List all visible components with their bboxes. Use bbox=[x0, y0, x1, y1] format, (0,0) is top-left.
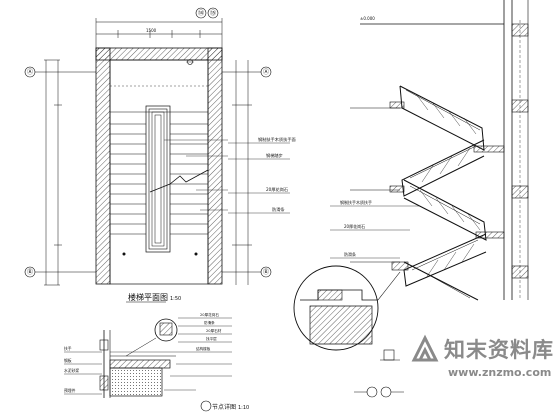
plan-callout-0: 钢制扶手木质扶手面 bbox=[258, 136, 296, 143]
stair-plan: 1500 ⑭ ⑮ Ⓐ Ⓑ Ⓐ Ⓑ bbox=[24, 7, 296, 303]
svg-text:1500: 1500 bbox=[146, 28, 157, 33]
treads-left bbox=[110, 123, 146, 235]
detail-callout-1: 20厚花岗石 bbox=[200, 312, 219, 317]
axis-bubble-right-lower: Ⓑ bbox=[260, 266, 272, 278]
detail-callout-8: 结构楼板 bbox=[196, 346, 211, 351]
section-callout-2: 防滑条 bbox=[344, 251, 356, 257]
stair-section: ±0.000 bbox=[293, 0, 529, 398]
plan-scale: 1:50 bbox=[170, 296, 181, 302]
detail-callout-7: 找平层 bbox=[206, 336, 217, 341]
svg-text:Ⓐ: Ⓐ bbox=[27, 68, 33, 76]
svg-text:⑮: ⑮ bbox=[210, 9, 216, 17]
detail-callout-2: 防滑条 bbox=[204, 320, 215, 325]
svg-text:Ⓑ: Ⓑ bbox=[263, 268, 269, 276]
watermark-url: www.znzmo.com bbox=[448, 366, 552, 379]
treads-right bbox=[170, 123, 208, 235]
detail-scale: 1:10 bbox=[238, 405, 249, 411]
detail-callout-0: 扶手 bbox=[64, 346, 72, 351]
axis-bubble-14: ⑭ bbox=[195, 7, 207, 19]
detail-callout-4: 水泥砂浆 bbox=[64, 368, 79, 373]
svg-text:Ⓐ: Ⓐ bbox=[263, 68, 269, 76]
stair-detail: 扶手 钢板 水泥砂浆 预埋件 20厚花岗石 防滑条 20厚石材 找平层 结构楼板 bbox=[64, 312, 249, 412]
section-callout-0: 钢制扶手木质扶手 bbox=[340, 199, 372, 205]
axis-bubble-right-upper: Ⓐ bbox=[260, 66, 272, 78]
plan-callout-1: 钢梯踏步 bbox=[266, 152, 283, 159]
plan-callouts: 钢制扶手木质扶手面 钢梯踏步 20厚花岗石 防滑条 bbox=[164, 136, 296, 214]
axis-bubble-15: ⑮ bbox=[207, 7, 219, 19]
plan-callout-3: 防滑条 bbox=[272, 206, 285, 213]
detail-callout-5: 预埋件 bbox=[64, 388, 76, 393]
svg-text:⑭: ⑭ bbox=[198, 9, 204, 17]
detail-callout-3: 钢板 bbox=[64, 358, 72, 363]
axis-bubble-left-upper: Ⓐ bbox=[24, 66, 36, 78]
detail-caption: 节点详图 bbox=[212, 403, 236, 411]
section-flights bbox=[399, 85, 487, 301]
watermark-logo-icon bbox=[411, 334, 439, 362]
axis-bubble-left-lower: Ⓑ bbox=[24, 266, 36, 278]
detail-callout-6: 20厚石材 bbox=[206, 328, 222, 333]
plan-caption: 楼梯平面图 bbox=[128, 292, 168, 302]
plan-callout-2: 20厚花岗石 bbox=[266, 186, 288, 193]
watermark-brand: 知末资料库 bbox=[444, 338, 554, 362]
watermark: 知末资料库 www.znzmo.com bbox=[404, 328, 554, 388]
svg-text:Ⓑ: Ⓑ bbox=[27, 268, 33, 276]
svg-text:±0.000: ±0.000 bbox=[360, 16, 375, 21]
section-callout-1: 20厚花岗石 bbox=[344, 223, 365, 229]
